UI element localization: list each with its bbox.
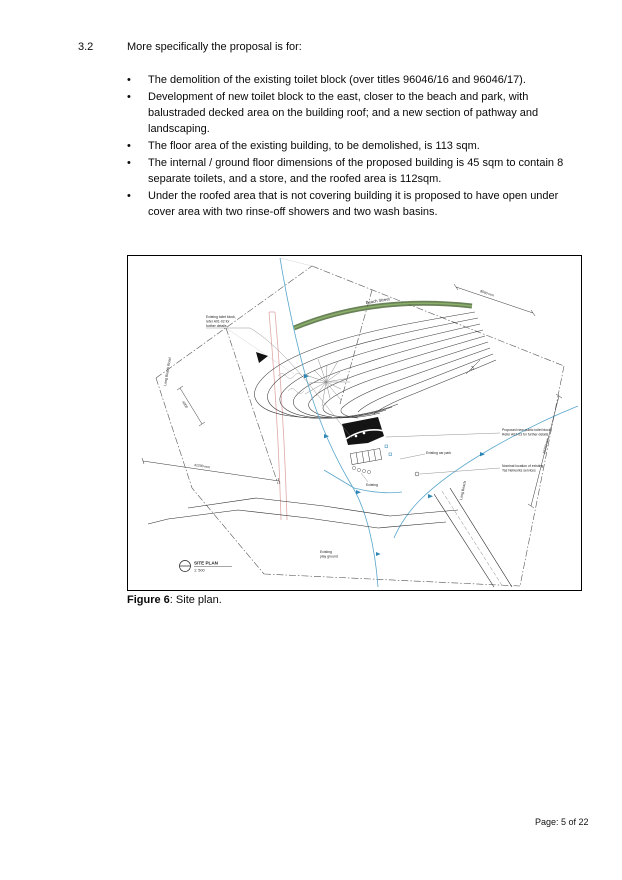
services-marker-icon (414, 471, 420, 477)
site-plan-scale: 1: 500 (194, 569, 205, 573)
dimension-lines (141, 283, 563, 509)
pathway-lines (147, 487, 513, 588)
figure-caption-text: : Site plan. (169, 594, 222, 606)
proposed-building (342, 417, 385, 445)
list-item: • The demolition of the existing toilet … (127, 72, 582, 88)
survey-rays (225, 257, 313, 375)
list-item: • The floor area of the existing buildin… (127, 138, 582, 154)
car-park-label: Existing car park (426, 451, 451, 455)
bullet-icon: • (127, 74, 131, 86)
bullet-text: The demolition of the existing toilet bl… (148, 74, 526, 86)
list-item: • Development of new toilet block to the… (127, 89, 582, 137)
existing-block-note: further details (206, 324, 227, 328)
page-number: Page: 5 of 22 (535, 817, 589, 827)
services-note: Nominal location of existing (502, 464, 543, 468)
proposal-bullet-list: • The demolition of the existing toilet … (127, 72, 582, 221)
site-plan-titleblock: SITE PLAN 1: 500 (179, 560, 232, 573)
services-note: Tas Networks services (502, 469, 536, 473)
long-beach-road-label: Long Beach Road (163, 357, 172, 386)
proposed-block-note: Proposed new public toilet block. (502, 428, 551, 432)
plan-labels: Beach Street Long Beach Road Long Beach … (163, 289, 551, 558)
flow-arrow-icons (304, 374, 485, 556)
figure-caption-label: Figure 6 (127, 594, 170, 606)
list-item: • The internal / ground floor dimensions… (127, 155, 582, 187)
leader-lines (206, 327, 501, 483)
level-marker-line (465, 359, 481, 375)
contour-lines (254, 311, 497, 419)
bullet-text: Under the roofed area that is not coveri… (148, 190, 559, 218)
site-plan-figure: SITE PLAN 1: 500 Beach Street Long Beach… (127, 255, 582, 591)
long-beach-label: Long Beach (459, 481, 467, 501)
list-item: • Under the roofed area that is not cove… (127, 188, 582, 220)
site-plan-title: SITE PLAN (194, 561, 219, 566)
north-arrow-icon (256, 352, 268, 363)
bullet-icon: • (127, 91, 131, 103)
section-number: 3.2 (78, 41, 94, 53)
existing-block-note: Existing toilet block, (206, 315, 236, 319)
fixture-dots (352, 466, 371, 474)
existing-block-note: refer A01-02 for (206, 320, 230, 324)
section-heading: 3.2 More specifically the proposal is fo… (78, 40, 582, 55)
road-centerline (441, 490, 504, 588)
bullet-icon: • (127, 190, 131, 202)
bullet-icon: • (127, 140, 131, 152)
service-pits (384, 444, 392, 456)
dimension-label: 41200 mm (194, 463, 211, 469)
vegetation-band (293, 300, 473, 331)
bullet-icon: • (127, 157, 131, 169)
dimension-label: 8500 mm (480, 289, 495, 297)
bullet-text: The floor area of the existing building,… (148, 140, 480, 152)
beach-street-label: Beach Street (365, 296, 391, 305)
section-intro: More specifically the proposal is for: (127, 41, 302, 53)
playground-label: play ground (320, 555, 338, 559)
boundary-dashed-lines (155, 265, 565, 587)
scrub-marks (277, 373, 305, 394)
existing-building (349, 448, 382, 465)
tree-icon (302, 358, 351, 407)
proposed-block-note: Refer A02-03 for further details (502, 433, 549, 437)
survey-lines-pink (268, 311, 288, 521)
playground-label: Existing (320, 550, 332, 554)
drainage-blue-lines (279, 257, 579, 588)
site-plan-drawing: SITE PLAN 1: 500 Beach Street Long Beach… (141, 257, 579, 588)
existing-label: Existing (366, 483, 378, 487)
dimension-label: 20200 mm (542, 438, 550, 455)
level-marker-label: 3 (471, 366, 474, 372)
figure-caption: Figure 6: Site plan. (127, 594, 222, 606)
dimension-label: 4000 (181, 400, 188, 409)
bullet-text: Development of new toilet block to the e… (148, 91, 539, 135)
bullet-text: The internal / ground floor dimensions o… (148, 157, 564, 185)
